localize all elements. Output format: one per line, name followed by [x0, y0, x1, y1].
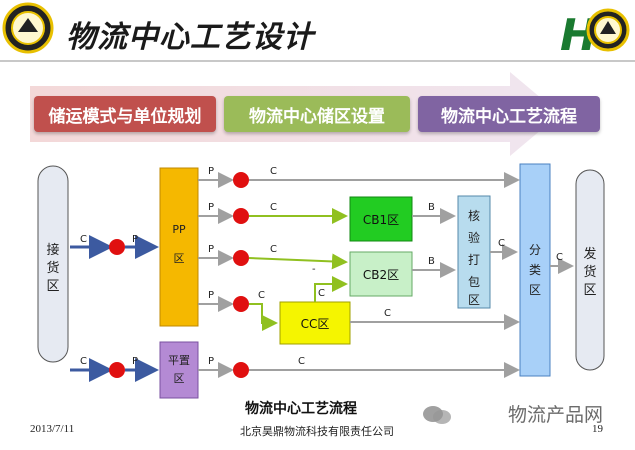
label-c: C: [80, 234, 87, 245]
node-flat: [233, 362, 249, 378]
wechat-icon: [423, 406, 451, 424]
label-c: C: [298, 356, 305, 367]
check-char-5: 区: [468, 293, 480, 307]
receiving-char-2: 货: [46, 260, 59, 276]
node-pp-row2: [233, 208, 249, 224]
pp-zone-char: 区: [174, 252, 185, 265]
node-pp-row4: [233, 296, 249, 312]
node-recv-bottom: [109, 362, 125, 378]
label-p: P: [208, 356, 214, 367]
sort-char-3: 区: [529, 283, 541, 297]
label-c: C: [384, 308, 391, 319]
ship-char-1: 发: [583, 246, 596, 262]
ship-char-2: 货: [583, 264, 596, 280]
label-c: C: [80, 356, 87, 367]
sort-char-1: 分: [529, 243, 541, 257]
watermark-text: 物流产品网: [508, 404, 604, 426]
title-bar: 物流中心工艺设计 H: [0, 0, 635, 68]
page-title: 物流中心工艺设计: [66, 20, 314, 55]
sort-zone-box: [519, 163, 551, 377]
title-divider: [0, 60, 635, 62]
node-pp-row3: [233, 250, 249, 266]
label-c: C: [270, 166, 277, 177]
page-number: 19: [592, 423, 603, 435]
sort-char-2: 类: [529, 263, 541, 277]
step-pill-storage-mode: 储运模式与单位规划: [34, 96, 216, 132]
cb2-zone-label: CB2区: [363, 268, 399, 282]
flat-zone-char: 区: [174, 372, 185, 385]
arrow-row4-to-cc: [249, 303, 278, 331]
node-pp-row1: [233, 172, 249, 188]
footer-company: 北京昊鼎物流科技有限责任公司: [240, 425, 394, 438]
receiving-char-1: 接: [46, 242, 59, 258]
cb2-zone-box: [349, 251, 413, 297]
cb1-zone-label: CB1区: [363, 213, 399, 227]
company-seal-icon: [2, 2, 54, 54]
label-p: P: [208, 290, 214, 301]
pp-zone-box: [159, 167, 199, 327]
label-c: C: [498, 238, 505, 249]
check-char-1: 核: [468, 209, 480, 223]
cc-zone-label: CC区: [301, 317, 330, 331]
node-recv-top: [109, 239, 125, 255]
shipping-zone-box: [575, 169, 605, 371]
arrow-row3-to-cb2: [248, 253, 348, 270]
arrow-cc-to-cb2: [314, 276, 348, 302]
footer-date: 2013/7/11: [30, 423, 75, 435]
label-c: C: [270, 244, 277, 255]
label-p: P: [132, 234, 138, 245]
step-pill-zone-setup: 物流中心储区设置: [224, 96, 410, 132]
step-pill-process-flow: 物流中心工艺流程: [418, 96, 600, 132]
check-char-3: 打: [468, 253, 480, 267]
cc-zone-box: [279, 301, 351, 345]
label-p: P: [208, 244, 214, 255]
check-char-2: 验: [468, 230, 480, 245]
brand-logo-icon: H: [560, 8, 630, 58]
pp-zone-label: PP: [172, 223, 186, 236]
cb1-zone-box: [349, 196, 413, 242]
label-p: P: [208, 202, 214, 213]
receiving-char-3: 区: [46, 279, 59, 294]
label-dash: -: [312, 264, 316, 275]
label-c: C: [318, 288, 325, 299]
flat-zone-box: [159, 341, 199, 399]
label-c: C: [556, 252, 563, 263]
label-p: P: [208, 166, 214, 177]
receiving-zone-box: [37, 165, 69, 363]
label-c: C: [270, 202, 277, 213]
check-char-4: 包: [468, 275, 480, 289]
label-c: C: [258, 290, 265, 301]
label-b: B: [428, 256, 435, 267]
ship-char-3: 区: [583, 283, 596, 298]
label-b: B: [428, 202, 435, 213]
diagram-caption: 物流中心工艺流程: [245, 401, 357, 417]
label-p: P: [132, 356, 138, 367]
flat-zone-label: 平置: [168, 354, 190, 367]
